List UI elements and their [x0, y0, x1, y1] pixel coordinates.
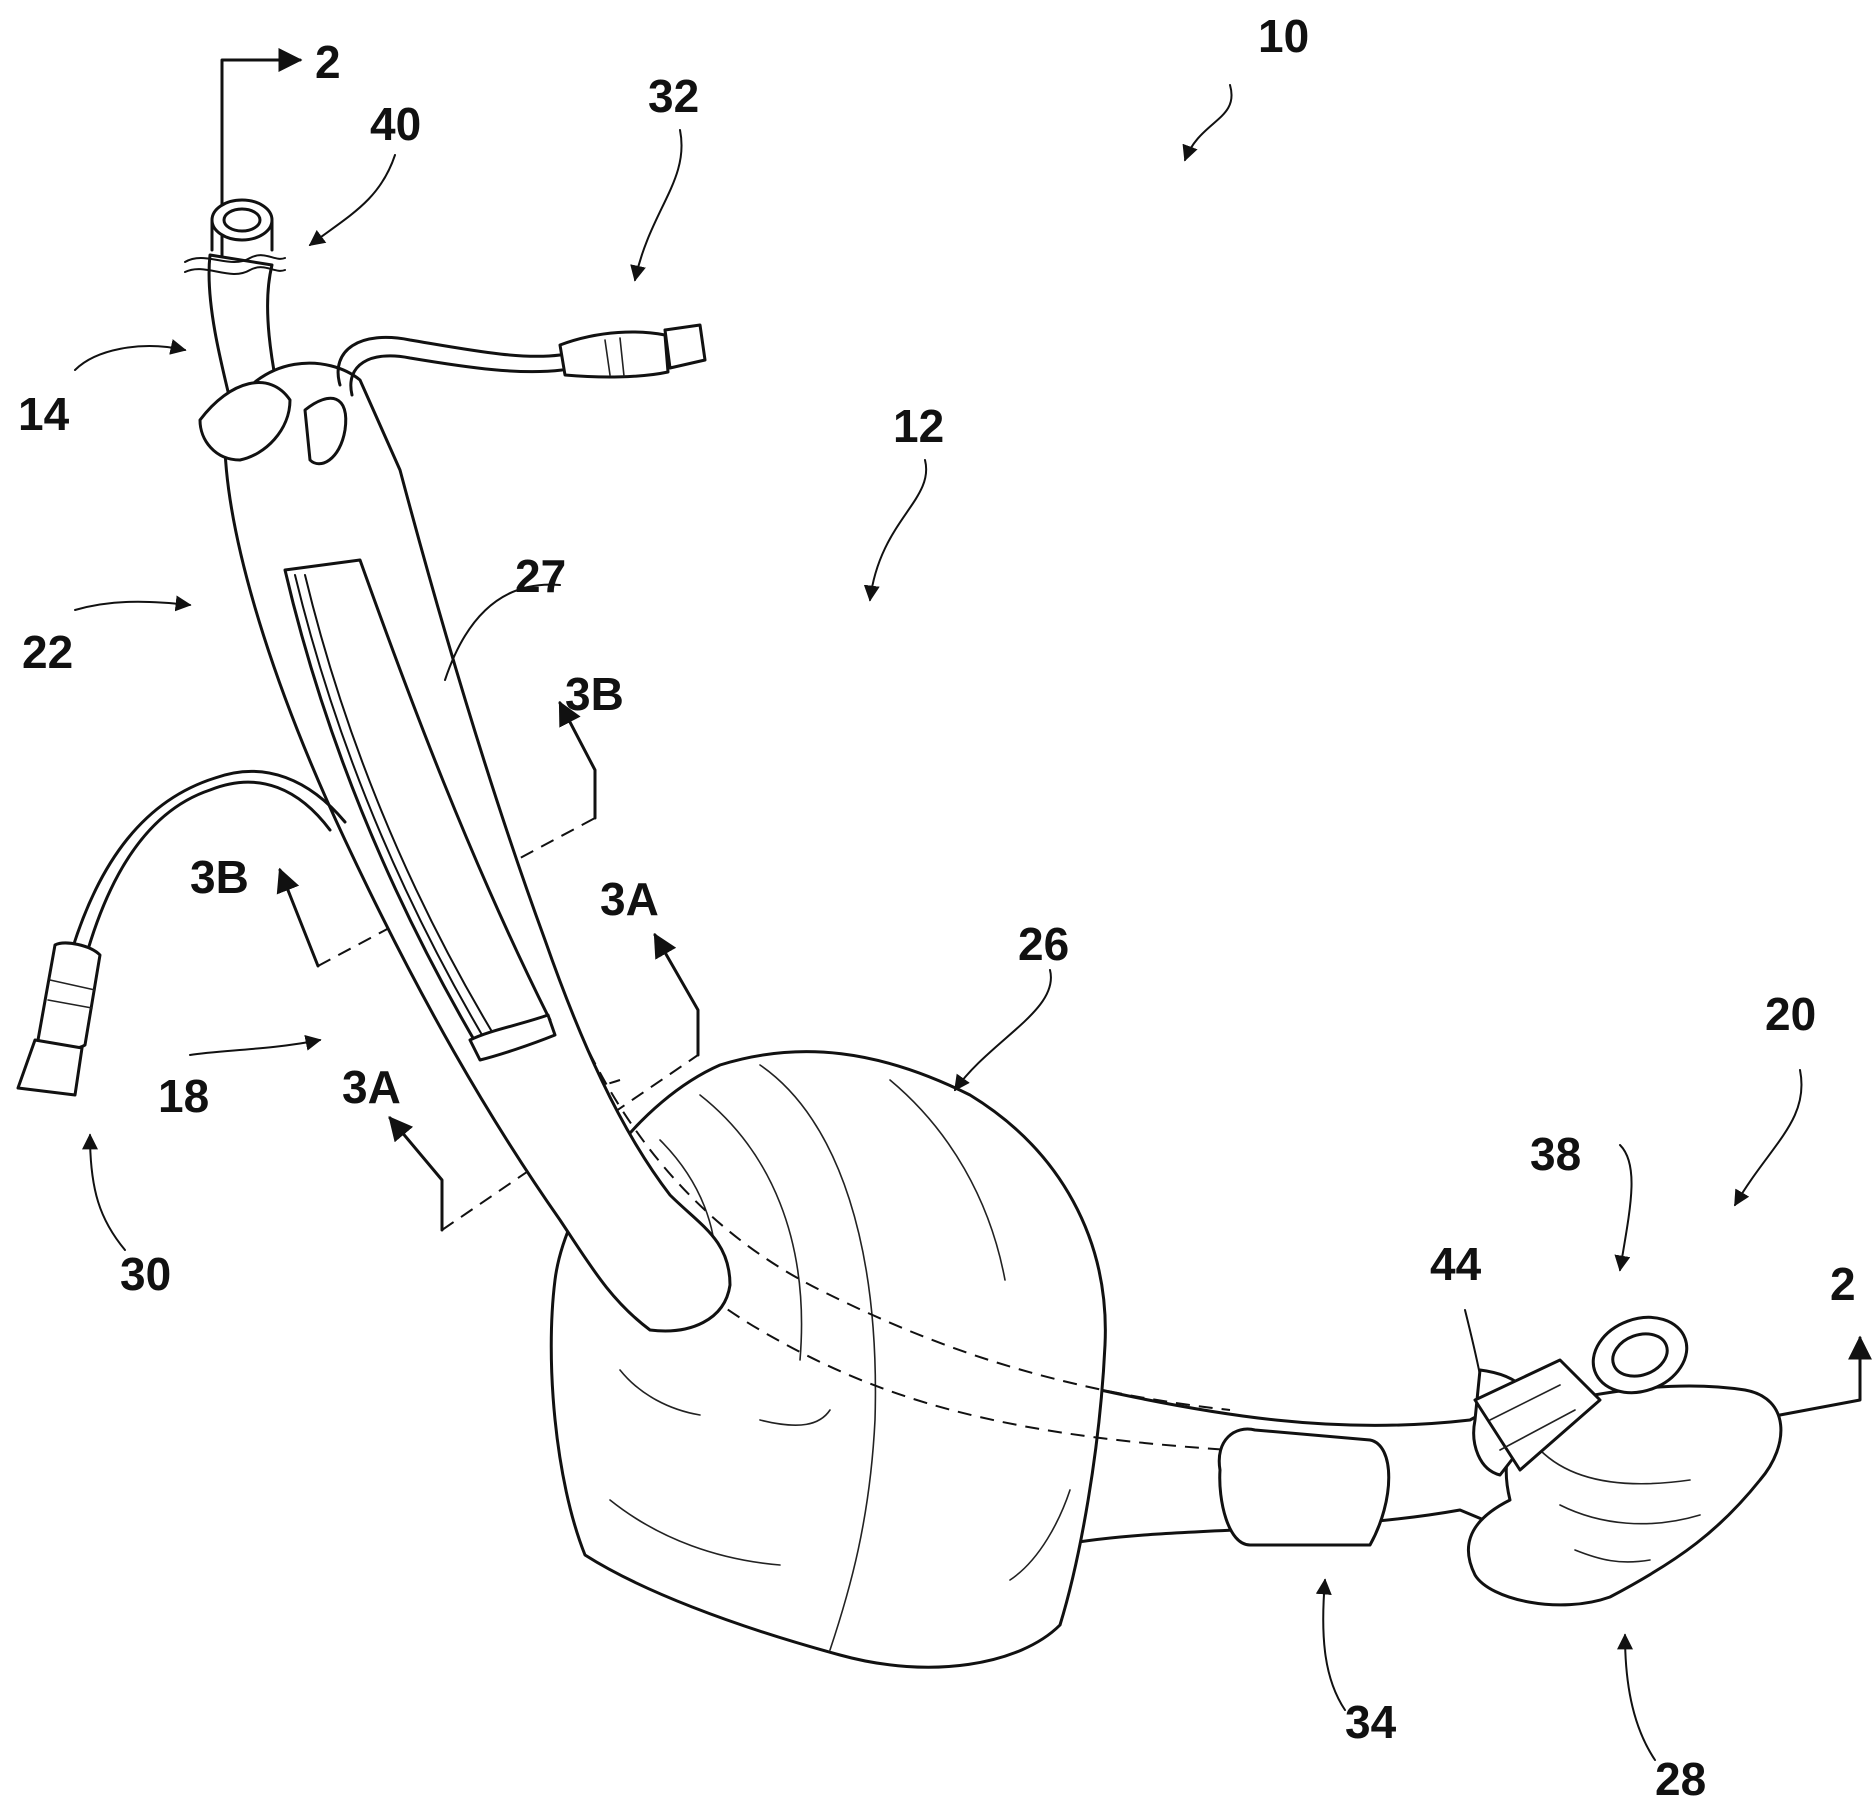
label-section-2-bottom: 2: [1830, 1258, 1856, 1310]
label-27: 27: [515, 550, 566, 602]
label-40: 40: [370, 98, 421, 150]
label-section-3b-right: 3B: [565, 668, 624, 720]
upper-pilot-line: [338, 325, 705, 395]
label-12: 12: [893, 400, 944, 452]
label-section-3a-left: 3A: [342, 1061, 401, 1113]
label-44: 44: [1430, 1238, 1482, 1290]
label-10: 10: [1258, 10, 1309, 62]
label-section-3a-right: 3A: [600, 873, 659, 925]
label-28: 28: [1655, 1753, 1706, 1805]
label-section-2-top: 2: [315, 36, 341, 88]
label-38: 38: [1530, 1128, 1581, 1180]
label-section-3b-left: 3B: [190, 851, 249, 903]
label-22: 22: [22, 626, 73, 678]
label-18: 18: [158, 1070, 209, 1122]
distal-tube: [1060, 1382, 1535, 1545]
label-32: 32: [648, 70, 699, 122]
label-30: 30: [120, 1248, 171, 1300]
label-34: 34: [1345, 1696, 1397, 1748]
label-14: 14: [18, 388, 70, 440]
label-26: 26: [1018, 918, 1069, 970]
label-20: 20: [1765, 988, 1816, 1040]
lower-pilot-line: [18, 771, 345, 1095]
